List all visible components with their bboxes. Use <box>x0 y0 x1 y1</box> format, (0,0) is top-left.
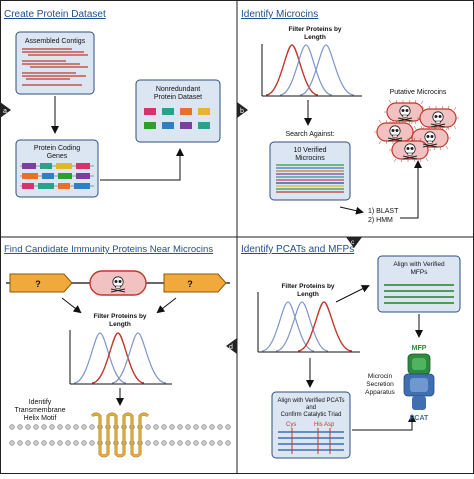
align-pcat-label-3: Confirm Catalytic Triad <box>281 412 342 418</box>
filter-label-1: Filter Proteins by <box>288 26 341 33</box>
helix-icon <box>9 412 231 458</box>
panel-b-marker <box>237 102 248 118</box>
panel-a-letter: a <box>3 108 7 115</box>
secretion-apparatus-icon <box>403 353 435 410</box>
apparatus-label-3: Apparatus <box>365 389 395 396</box>
assembled-contigs-label: Assembled Contigs <box>25 38 86 45</box>
verified-label-2: Microcins <box>295 155 325 162</box>
length-distribution-plot <box>257 292 360 353</box>
gene-unknown-left <box>9 273 73 293</box>
cys-label: Cys <box>286 422 296 428</box>
pcat-label: PCAT <box>410 415 429 422</box>
verified-sequence-lines <box>276 164 344 193</box>
apparatus-label-1: Microcin <box>368 373 393 380</box>
arrow-icon <box>335 285 370 303</box>
panel-b: Identify Microcins Filter Proteins by Le… <box>237 9 460 224</box>
arrow-icon <box>61 297 82 314</box>
apparatus-label-2: Secretion <box>366 381 394 388</box>
nonredundant-label-2: Protein Dataset <box>154 94 202 101</box>
method-blast: 1) BLAST <box>368 208 399 215</box>
panel-c-marker <box>346 237 362 248</box>
panel-b-title: Identify Microcins <box>241 9 318 20</box>
arrow-icon <box>339 206 364 215</box>
identify-label-2: Transmembrane <box>14 407 65 414</box>
gene-unknown-right <box>163 273 227 293</box>
mfp-label: MFP <box>412 345 427 352</box>
protein-coding-label-1: Protein Coding <box>34 145 80 152</box>
catalytic-triad-markers <box>291 428 331 454</box>
bacteria-icon <box>373 99 460 163</box>
search-against-label: Search Against: <box>285 131 334 138</box>
panel-a-marker <box>0 102 11 118</box>
gene-blocks <box>20 163 94 189</box>
protein-coding-label-2: Genes <box>47 153 68 160</box>
align-mfp-label-2: MFPs <box>411 269 429 276</box>
arrow-icon <box>400 160 422 219</box>
method-hmm: 2) HMM <box>368 217 393 224</box>
his-asp-label: His Asp <box>314 422 335 428</box>
align-pcat-label-1: Align with Verified PCATs <box>278 398 345 404</box>
contig-lines <box>22 48 88 86</box>
panel-d: Find Candidate Immunity Proteins Near Mi… <box>4 244 237 458</box>
filter-label-d-2: Length <box>109 321 131 328</box>
identify-label-3: Helix Motif <box>24 415 57 422</box>
align-mfp-label-1: Align with Verified <box>393 261 445 268</box>
mfp-alignment-lines <box>384 284 454 304</box>
arrow-icon <box>352 414 416 431</box>
panel-d-marker <box>226 338 237 354</box>
filter-label-2: Length <box>304 34 326 41</box>
protein-blocks <box>144 108 210 129</box>
panel-b-letter: b <box>240 108 244 115</box>
length-distribution-plot <box>261 44 362 97</box>
nonredundant-label-1: Nonredundant <box>156 86 200 93</box>
verified-label-1: 10 Verified <box>293 147 326 154</box>
unknown-gene-label-left: ? <box>35 279 41 289</box>
panel-c: Identify PCATs and MFPs Filter Proteins … <box>241 237 461 459</box>
arrow-icon <box>156 297 177 314</box>
align-pcat-label-2: and <box>306 405 316 411</box>
filter-label-c-2: Length <box>297 291 319 298</box>
unknown-gene-label-right: ? <box>187 279 193 289</box>
panel-c-letter: c <box>351 239 355 246</box>
filter-label-c-1: Filter Proteins by <box>281 283 334 290</box>
length-distribution-plot <box>69 330 172 385</box>
panel-a: Create Protein Dataset Assembled Contigs… <box>0 9 221 198</box>
panel-c-title: Identify PCATs and MFPs <box>241 244 354 255</box>
filter-label-d-1: Filter Proteins by <box>93 313 146 320</box>
pcat-alignment-lines <box>278 431 344 451</box>
arrow-icon <box>100 148 184 181</box>
panel-d-letter: d <box>229 344 233 351</box>
align-mfp-box <box>377 255 461 313</box>
panel-a-title: Create Protein Dataset <box>4 9 106 20</box>
microcin-gene <box>89 270 147 296</box>
identify-label-1: Identify <box>29 399 52 406</box>
panel-d-title: Find Candidate Immunity Proteins Near Mi… <box>4 244 213 255</box>
putative-microcins-label: Putative Microcins <box>390 89 447 96</box>
